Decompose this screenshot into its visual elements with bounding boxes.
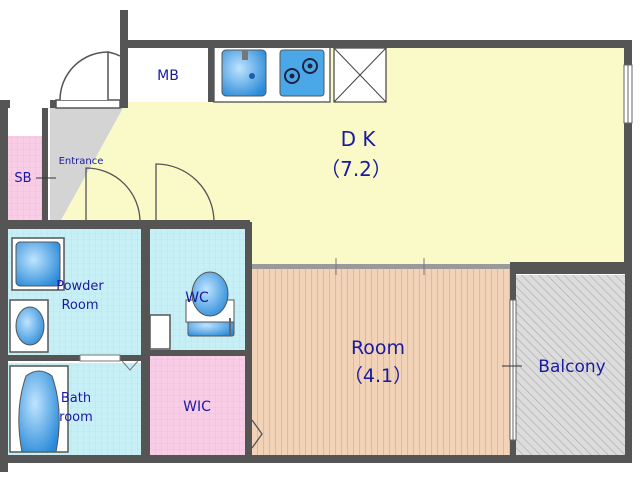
mb-label: MB [157,68,179,84]
washing-machine-icon [11,237,65,291]
door-wic [251,419,263,449]
toilet-icon [185,271,235,337]
bathtub-icon [9,365,69,453]
entrance-label: Entrance [59,156,104,167]
dk-floor [60,48,628,265]
room-floor [252,269,510,455]
wc-label: WC [185,290,209,306]
basin-icon [9,299,49,353]
fridge-space [333,47,387,103]
sb-label: SB [14,171,31,186]
bath-room-label-1: Bath [61,391,91,406]
window-room [509,299,517,441]
front-door [55,51,121,109]
window-dk [623,64,633,124]
door-wc [155,163,215,223]
powder-room-label-1: Powder [56,279,104,294]
room-label: Room [351,337,405,359]
stove-icon [279,49,325,97]
entrance-floor [50,108,123,222]
wic-floor [150,356,245,455]
bath-room-label-2: room [59,410,93,425]
room-area: （4.1） [344,365,412,387]
dk-label: D K [341,127,377,151]
dk-area: （7.2） [320,157,392,181]
mb-floor [128,48,208,102]
balcony-label: Balcony [538,357,605,377]
powder-room-label-2: Room [61,298,98,313]
balcony-floor [516,275,632,455]
door-powder-room [85,167,141,223]
wic-label: WIC [183,399,211,415]
